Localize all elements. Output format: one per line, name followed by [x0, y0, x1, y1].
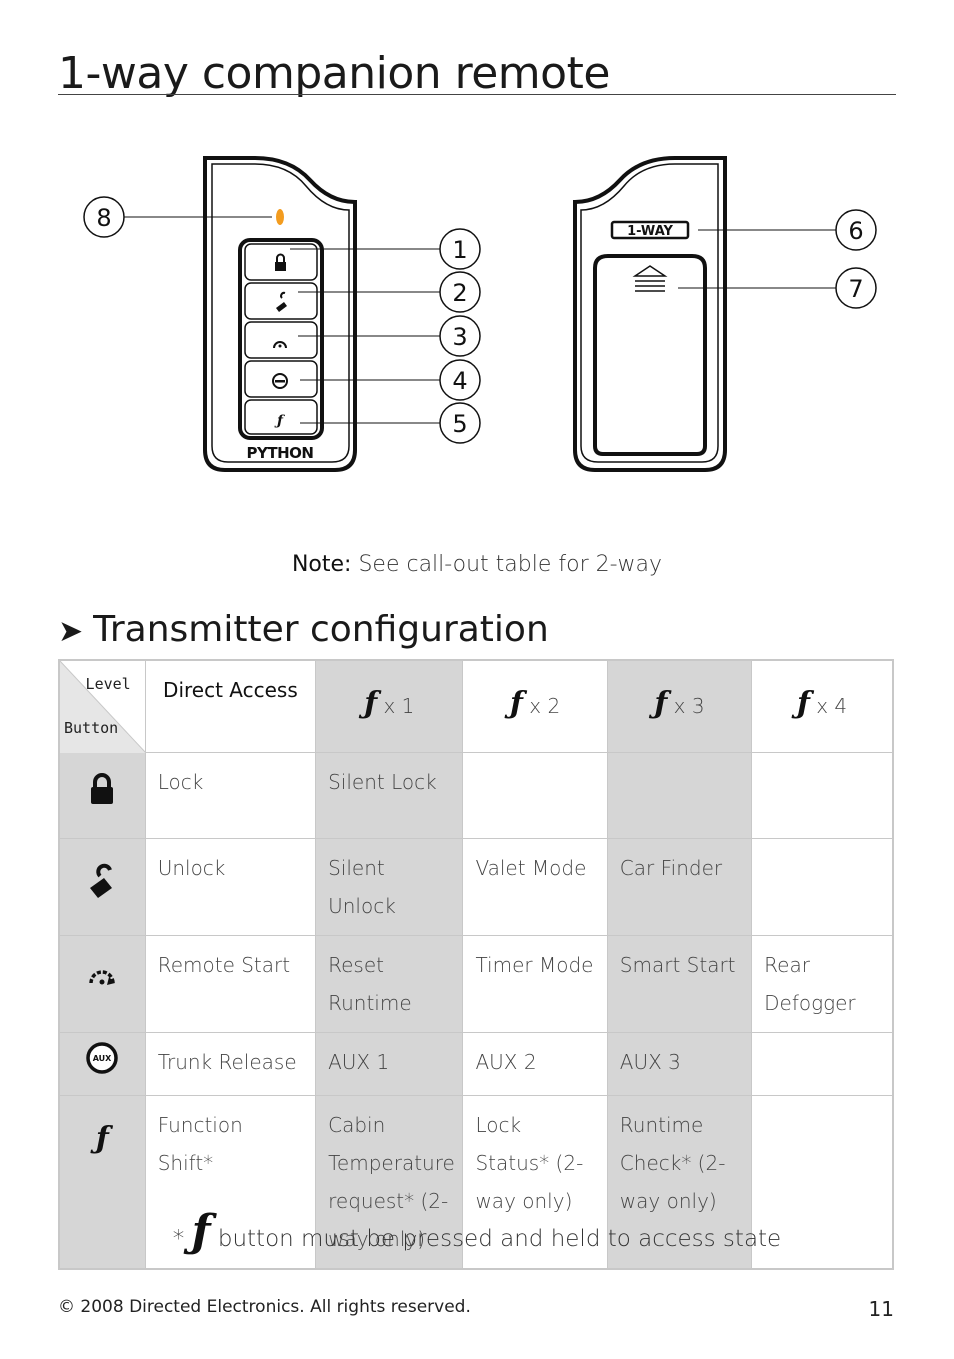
table-row: AUX Trunk Release AUX 1 AUX 2 AUX 3 [58, 1031, 894, 1096]
table-cell: Lock Status* (2-way only) [462, 1094, 608, 1269]
table-cell [606, 751, 753, 839]
callout-5: 5 [452, 410, 467, 438]
row-icon-cell: AUX [58, 1031, 146, 1096]
row-icon-cell: ƒ [58, 1094, 146, 1269]
callout-7: 7 [848, 275, 863, 303]
f-icon: ƒ [654, 686, 668, 721]
table-cell: Remote Start [144, 934, 317, 1033]
callout-6: 6 [848, 217, 863, 245]
table-cell: Valet Mode [462, 837, 608, 936]
table-cell: Cabin Temperature request* (2-way only) [315, 1094, 464, 1269]
f-icon: ƒ [510, 686, 523, 721]
table-cell [462, 751, 608, 839]
table-cell: Runtime Check* (2-way only) [606, 1094, 753, 1269]
note-text: See call-out table for 2-way [351, 552, 663, 577]
remote-figure: ƒ PYTHON 1-WAY [60, 140, 900, 500]
table-row: Unlock Silent Unlock Valet Mode Car Find… [58, 837, 894, 936]
direct-access-header: Direct Access [144, 659, 317, 753]
table-cell: Function Shift* [144, 1094, 317, 1269]
callout-1: 1 [452, 236, 467, 264]
table-cell [751, 1031, 894, 1096]
unlock-icon [90, 863, 113, 898]
table-row: ƒ Function Shift* Cabin Temperature requ… [58, 1094, 894, 1269]
table-cell: Rear Defogger [751, 934, 894, 1033]
f-icon: ƒ [364, 686, 378, 721]
table-cell: AUX 2 [462, 1031, 608, 1096]
table-header-row: Level Button Direct Access ƒ x 1 ƒ x 2 ƒ… [58, 659, 894, 753]
brand-python-logo: PYTHON [247, 444, 314, 462]
row-icon-cell [58, 934, 146, 1033]
f-icon: ƒ [796, 686, 810, 721]
button-f-icon: ƒ [274, 413, 286, 429]
table-cell: AUX 3 [606, 1031, 753, 1096]
level-label: Level [85, 675, 131, 693]
table-cell: Unlock [144, 837, 317, 936]
button-lock-icon [275, 253, 286, 271]
page-title: 1-way companion remote [58, 48, 610, 99]
table-row: Remote Start Reset Runtime Timer Mode Sm… [58, 934, 894, 1033]
row-icon-cell [58, 751, 146, 839]
table-cell: AUX 1 [315, 1031, 464, 1096]
transmitter-config-table: Level Button Direct Access ƒ x 1 ƒ x 2 ƒ… [58, 659, 894, 1270]
function-icon: ƒ [95, 1120, 109, 1156]
svg-text:AUX: AUX [93, 1054, 112, 1063]
note: Note: See call-out table for 2-way [0, 552, 954, 577]
section-heading-text: Transmitter configuration [93, 609, 549, 650]
table-cell [751, 837, 894, 936]
table-cell [751, 1094, 894, 1269]
table-cell: Reset Runtime [315, 934, 464, 1033]
table-row: Lock Silent Lock [58, 751, 894, 839]
arrow-icon: ➤ [58, 614, 84, 649]
note-label: Note: [291, 552, 352, 577]
callout-2: 2 [452, 279, 467, 307]
callout-3: 3 [452, 323, 467, 351]
led-indicator [276, 209, 284, 225]
corner-diagonal [60, 661, 146, 753]
table-cell: Lock [144, 751, 317, 839]
table-cell: Silent Unlock [315, 837, 464, 936]
level-header-1: ƒ x 1 [315, 659, 464, 753]
level-header-4: ƒ x 4 [751, 659, 894, 753]
button-unlock-icon [276, 291, 287, 312]
lock-icon [91, 773, 114, 804]
callout-8: 8 [96, 204, 111, 232]
button-aux-icon [272, 373, 288, 389]
page-number: 11 [868, 1297, 894, 1321]
table-cell: Trunk Release [144, 1031, 317, 1096]
level-header-3: ƒ x 3 [606, 659, 753, 753]
callout-4: 4 [452, 367, 467, 395]
footnote: * ƒ button must be pressed and held to a… [0, 1206, 954, 1257]
remote-illustration: ƒ PYTHON 1-WAY [83, 156, 877, 472]
title-rule [58, 94, 896, 95]
brand-1way-logo: 1-WAY [627, 224, 673, 239]
table-cell: Car Finder [606, 837, 753, 936]
section-heading: ➤ Transmitter configuration [58, 610, 549, 650]
table-cell: Smart Start [606, 934, 753, 1033]
f-icon: ƒ [191, 1206, 211, 1257]
corner-header: Level Button [58, 659, 146, 753]
footnote-text: button must be pressed and held to acces… [210, 1226, 782, 1252]
table-cell: Silent Lock [315, 751, 464, 839]
table-cell [751, 751, 894, 839]
remote-start-icon [89, 969, 116, 985]
aux-icon: AUX [86, 1041, 119, 1074]
footnote-star: * [172, 1226, 185, 1252]
button-start-icon [273, 341, 287, 349]
row-icon-cell [58, 837, 146, 936]
front-remote: ƒ PYTHON [203, 156, 357, 472]
back-remote: 1-WAY [573, 156, 727, 472]
level-header-2: ƒ x 2 [462, 659, 608, 753]
copyright: © 2008 Directed Electronics. All rights … [58, 1297, 471, 1317]
button-label: Button [64, 718, 119, 737]
table-cell: Timer Mode [462, 934, 608, 1033]
